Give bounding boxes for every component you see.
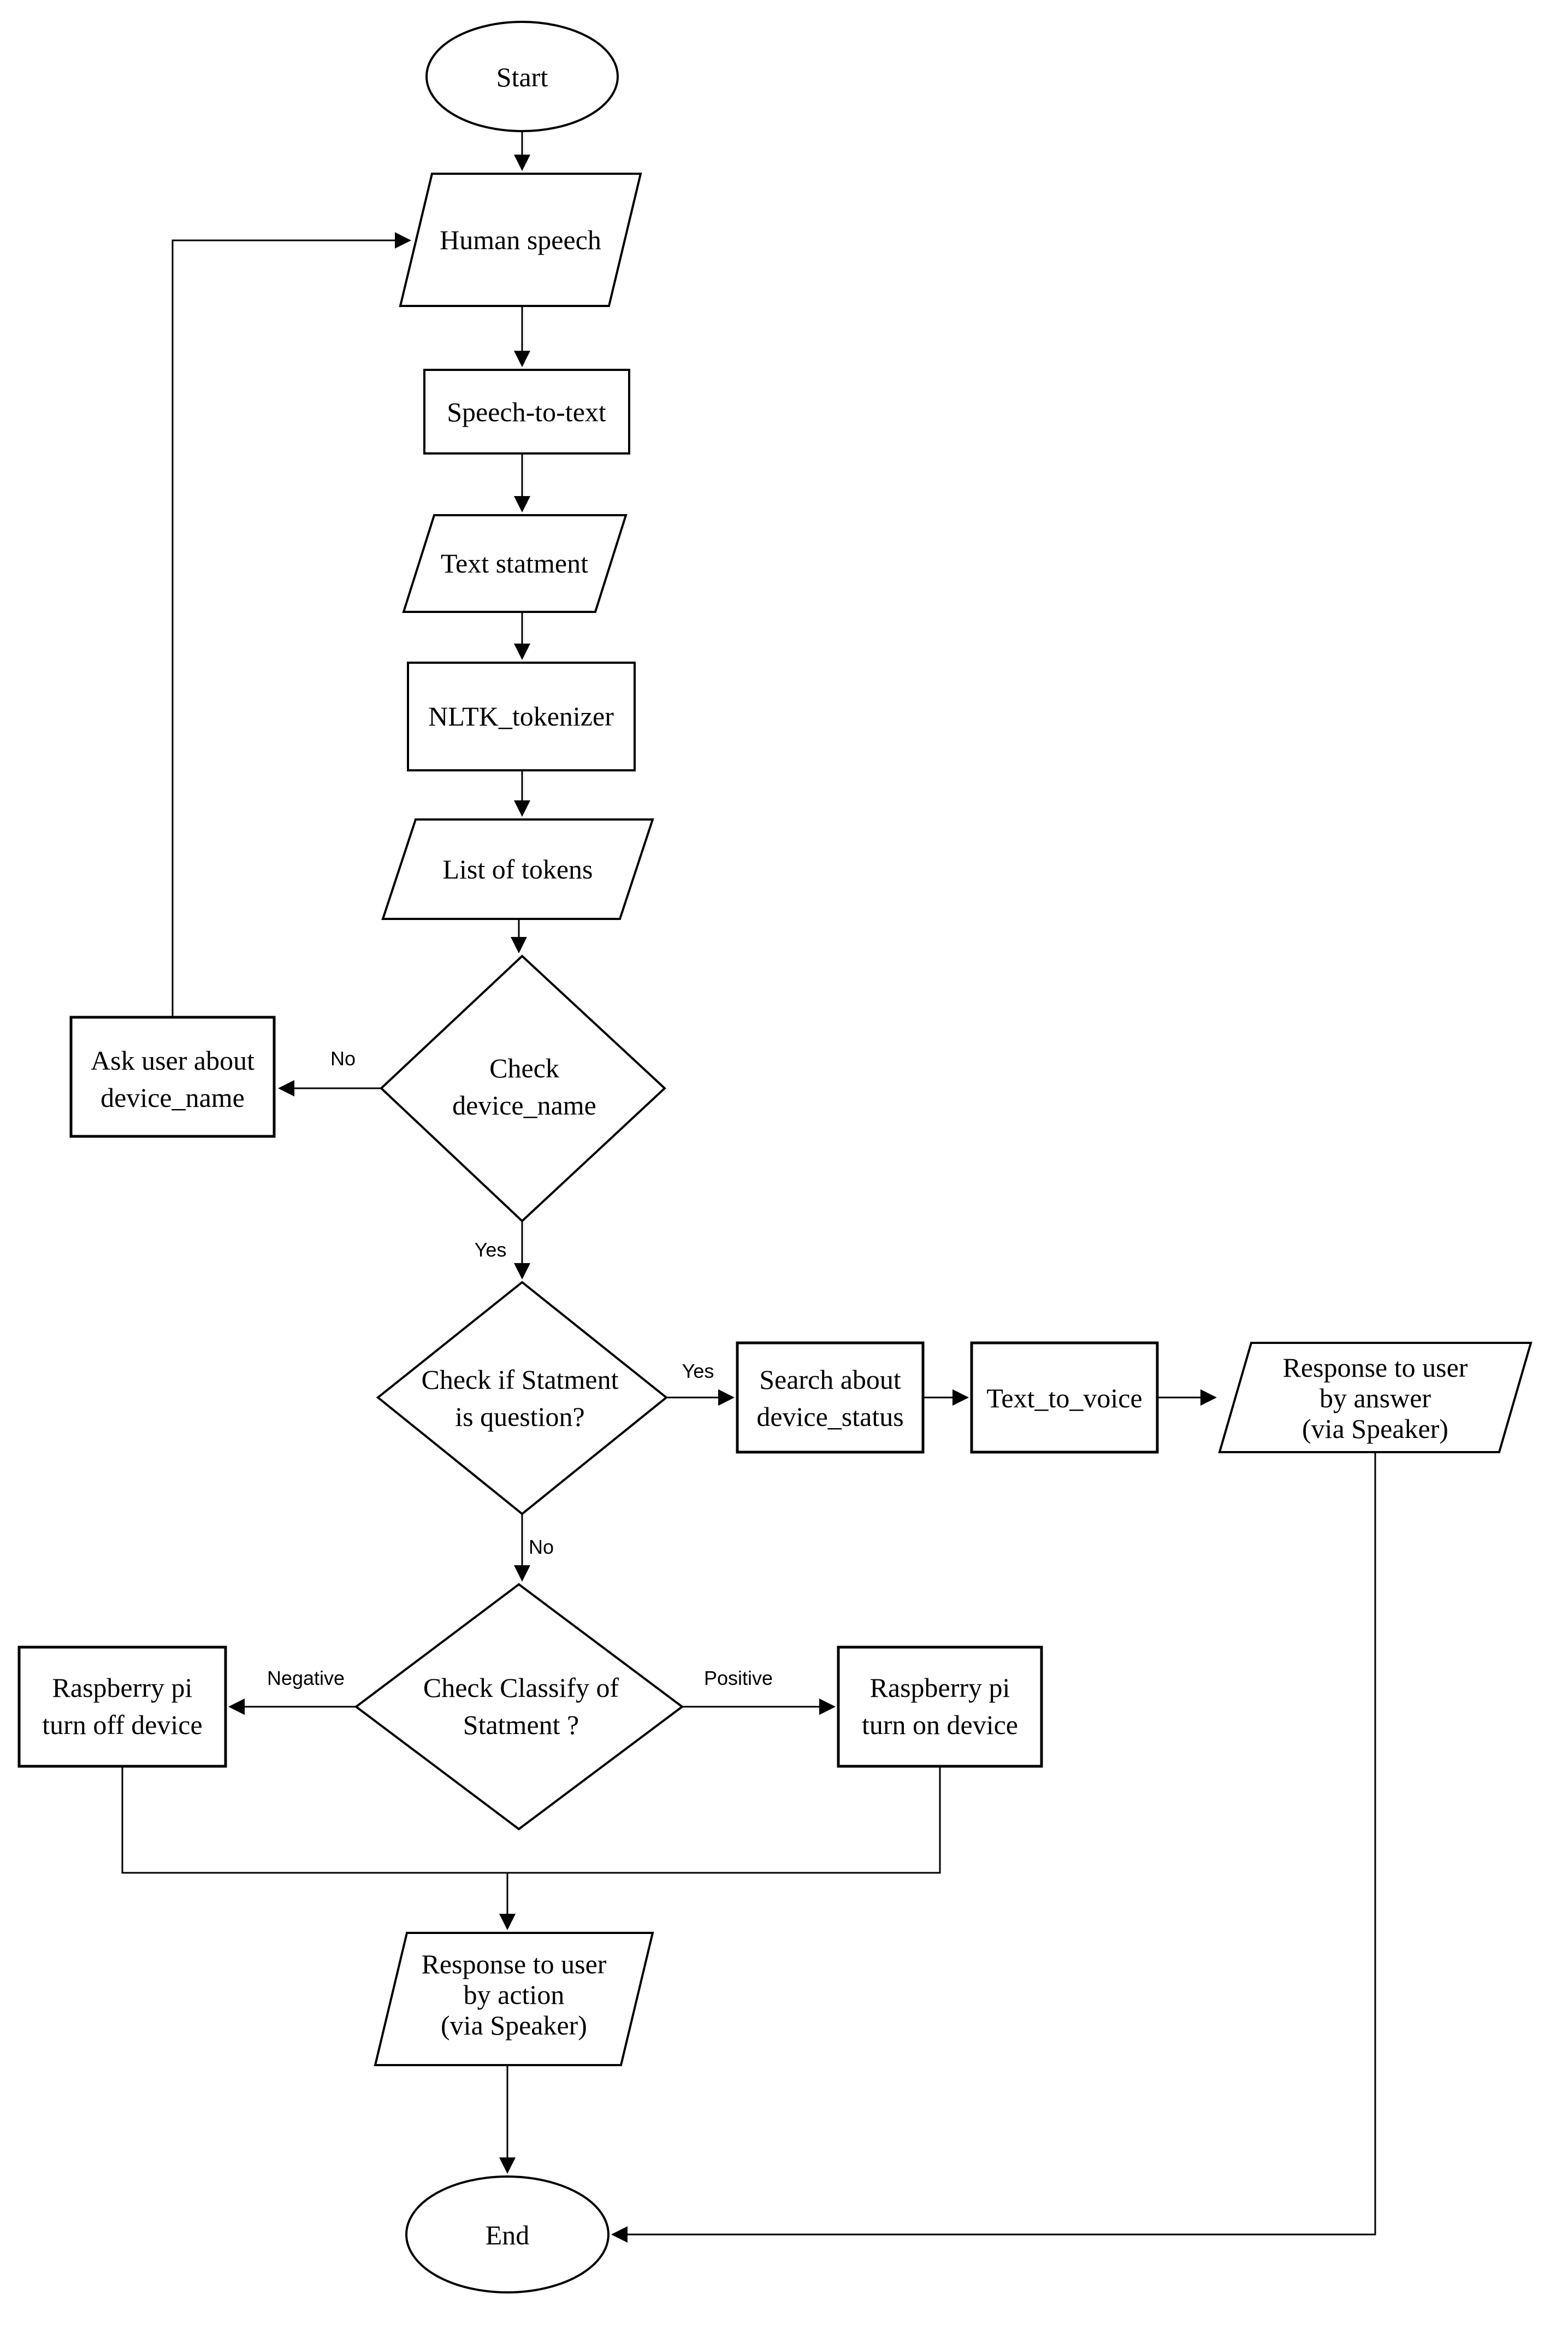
node-nltk-tokenizer: NLTK_tokenizer: [407, 662, 636, 771]
edge-label-classify-positive: Positive: [704, 1667, 773, 1689]
check-device-name-line2: device_name: [452, 1090, 596, 1121]
node-response-answer: Response to user by answer (via Speaker): [1218, 1342, 1533, 1453]
node-check-classify: Check Classify of Statment ?: [354, 1583, 684, 1831]
list-of-tokens-parallelogram: [381, 818, 654, 920]
nltk-tokenizer-label: NLTK_tokenizer: [428, 701, 614, 732]
edge-label-device-no: No: [330, 1047, 356, 1070]
human-speech-label: Human speech: [440, 225, 601, 255]
check-device-name-line1: Check: [489, 1053, 559, 1083]
edge-ask-user-loop-to-human-speech: [171, 232, 411, 1017]
edge-label-question-no: No: [529, 1536, 554, 1558]
node-check-question: Check if Statment is question?: [376, 1281, 668, 1516]
response-answer-line1: Response to user: [1283, 1352, 1468, 1383]
turn-off-line2: turn off device: [42, 1709, 202, 1740]
response-answer-line3: (via Speaker): [1302, 1413, 1448, 1444]
check-question-line1: Check if Statment: [421, 1364, 618, 1395]
check-classify-diamond: [354, 1583, 684, 1831]
text-to-voice-label: Text_to_voice: [986, 1383, 1142, 1413]
node-turn-off: Raspberry pi turn off device: [17, 1646, 227, 1768]
node-human-speech: Human speech: [399, 173, 642, 307]
edge-labels: No Yes Yes No Negative Positive: [267, 1047, 773, 1689]
node-text-statement: Text statment: [402, 514, 628, 613]
response-answer-line2: by answer: [1320, 1383, 1431, 1413]
end-label: End: [486, 2220, 530, 2250]
search-status-line2: device_status: [756, 1401, 903, 1432]
speech-to-text-label: Speech-to-text: [447, 397, 606, 427]
node-text-to-voice: Text_to_voice: [970, 1341, 1159, 1454]
human-speech-parallelogram: [399, 173, 642, 307]
node-list-of-tokens: List of tokens: [381, 818, 654, 920]
check-question-line2: is question?: [455, 1401, 584, 1432]
response-action-parallelogram: [374, 1932, 654, 2066]
text-to-voice-rect: [970, 1341, 1159, 1454]
edge-response-answer-to-end: [611, 1452, 1376, 2243]
turn-on-line1: Raspberry pi: [870, 1672, 1010, 1703]
response-answer-parallelogram: [1218, 1342, 1533, 1453]
search-status-line1: Search about: [759, 1364, 901, 1395]
check-classify-line1: Check Classify of: [423, 1672, 619, 1703]
check-device-name-diamond: [380, 954, 666, 1223]
node-end: End: [405, 2175, 610, 2293]
turn-on-line2: turn on device: [862, 1709, 1018, 1740]
node-start: Start: [425, 21, 619, 132]
response-action-line1: Response to user: [422, 1949, 607, 1979]
ask-user-line2: device_name: [100, 1082, 245, 1113]
text-statement-parallelogram: [402, 514, 628, 613]
list-of-tokens-label: List of tokens: [443, 854, 593, 884]
start-terminator-ellipse: [425, 21, 619, 132]
text-statement-label: Text statment: [441, 548, 588, 579]
edge-label-classify-negative: Negative: [267, 1667, 345, 1689]
node-check-device-name: Check device_name: [380, 954, 666, 1223]
node-speech-to-text: Speech-to-text: [423, 369, 630, 455]
search-status-rect: [736, 1341, 925, 1454]
nltk-tokenizer-rect: [407, 662, 636, 771]
turn-off-rect: [17, 1646, 227, 1768]
speech-to-text-rect: [423, 369, 630, 455]
ask-user-line1: Ask user about: [91, 1045, 255, 1076]
node-turn-on: Raspberry pi turn on device: [837, 1646, 1043, 1768]
edge-merge-bar: [121, 1766, 941, 1874]
ask-user-rect: [69, 1016, 276, 1138]
edges: [121, 131, 1376, 2243]
response-action-line2: by action: [464, 1979, 565, 2010]
node-response-action: Response to user by action (via Speaker): [374, 1932, 654, 2066]
end-terminator-ellipse: [405, 2175, 610, 2293]
start-label: Start: [496, 62, 548, 92]
edge-label-device-yes: Yes: [475, 1239, 507, 1261]
turn-off-line1: Raspberry pi: [52, 1672, 193, 1703]
node-search-status: Search about device_status: [736, 1341, 925, 1454]
response-action-line3: (via Speaker): [441, 2010, 587, 2041]
node-ask-user: Ask user about device_name: [69, 1016, 276, 1138]
edge-label-question-yes: Yes: [682, 1360, 714, 1382]
check-question-diamond: [376, 1281, 668, 1516]
check-classify-line2: Statment ?: [463, 1709, 579, 1740]
turn-on-rect: [837, 1646, 1043, 1768]
